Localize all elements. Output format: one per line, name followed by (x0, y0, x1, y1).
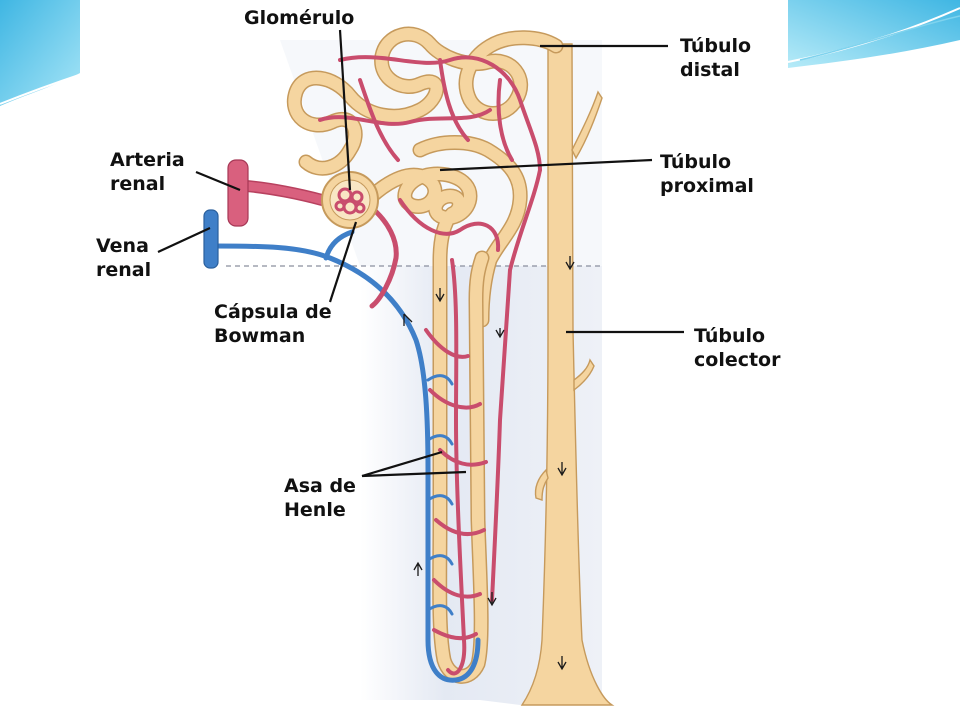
label-arteria-renal-line1: Arteria (110, 149, 185, 171)
label-glomerulo: Glomérulo (244, 6, 354, 30)
collecting-tubule (520, 43, 615, 706)
label-asa-henle-line1: Asa de (284, 475, 356, 497)
renal-vein-vessel (203, 209, 219, 269)
renal-artery-vessel (227, 159, 399, 309)
leader-arteria (195, 170, 241, 192)
leader-proximal (439, 158, 653, 172)
label-tubulo-distal-line1: Túbulo (680, 35, 752, 57)
label-vena-renal-line1: Vena (96, 235, 149, 257)
distal-tubule-fill (288, 28, 562, 326)
renal-vein-path (211, 229, 481, 683)
leader-henle-1 (361, 450, 443, 478)
label-vena-renal: Vena renal (96, 234, 151, 282)
top-left-swoosh-line (0, 73, 83, 105)
label-vena-renal-line2: renal (96, 259, 152, 281)
leader-lines (157, 29, 684, 478)
label-arteria-renal: Arteria renal (110, 148, 185, 196)
label-glomerulo-text: Glomérulo (244, 7, 355, 29)
label-tubulo-colector-line1: Túbulo (694, 325, 766, 347)
leader-vena (157, 227, 211, 253)
label-tubulo-distal: Túbulo distal (680, 34, 751, 82)
label-tubulo-proximal: Túbulo proximal (660, 150, 754, 198)
top-left-swoosh (0, 0, 82, 106)
peritubular-capillaries (318, 55, 542, 676)
label-capsula-bowman-line2: Bowman (214, 325, 306, 347)
top-right-swoosh-line-2 (799, 15, 960, 61)
flow-arrows (403, 256, 575, 671)
label-tubulo-proximal-line1: Túbulo (660, 151, 732, 173)
label-asa-henle-line2: Henle (284, 499, 346, 521)
leader-glomerulo (338, 29, 352, 191)
label-tubulo-distal-line2: distal (680, 59, 740, 81)
label-tubulo-colector-line2: colector (694, 349, 781, 371)
label-capsula-bowman: Cápsula de Bowman (214, 300, 332, 348)
vein-branches (426, 374, 454, 616)
label-capsula-bowman-line1: Cápsula de (214, 301, 332, 323)
leader-henle-2 (361, 470, 467, 478)
label-arteria-renal-line2: renal (110, 173, 166, 195)
glomerulus (334, 187, 366, 215)
top-right-swoosh (788, 0, 960, 68)
label-asa-henle: Asa de Henle (284, 474, 356, 522)
leader-bowman (328, 221, 358, 303)
label-tubulo-colector: Túbulo colector (694, 324, 780, 372)
nephron-diagram (80, 0, 788, 720)
label-tubulo-proximal-line2: proximal (660, 175, 754, 197)
loop-of-henle-fill (366, 168, 488, 683)
